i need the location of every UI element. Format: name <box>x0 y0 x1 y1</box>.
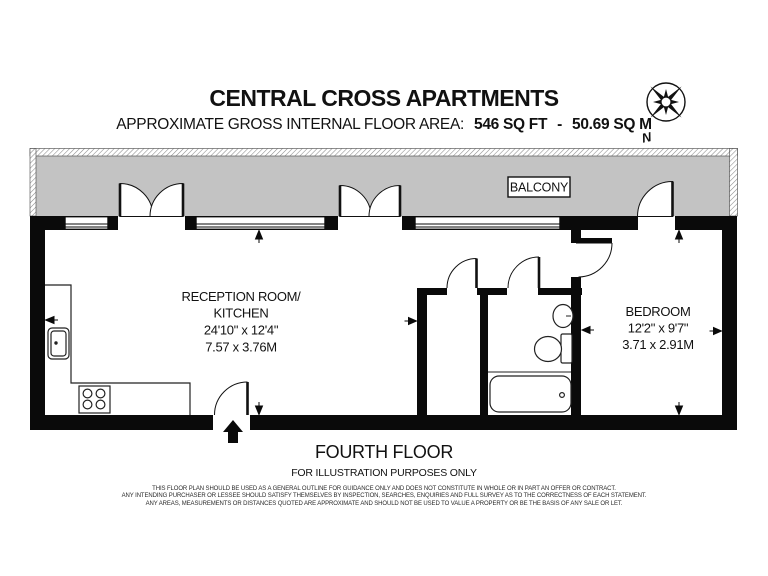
marker-right-icon <box>709 326 723 336</box>
reception-dims-metric: 7.57 x 3.76M <box>205 340 277 355</box>
wall-markers <box>44 229 723 416</box>
disclaimer-line: THIS FLOOR PLAN SHOULD BE USED AS A GENE… <box>152 486 616 492</box>
door-arc <box>636 180 673 217</box>
bathroom-fixtures <box>488 303 574 413</box>
floor-area-imperial: 546 SQ FT <box>474 116 548 133</box>
wall <box>675 216 737 230</box>
wall-bottom <box>30 415 213 430</box>
wall <box>571 277 581 295</box>
compass-hub <box>660 96 672 108</box>
wall <box>538 288 582 295</box>
wall-left <box>30 216 45 430</box>
wall <box>417 295 427 415</box>
floor-area-separator: - <box>557 116 563 133</box>
marker-down-icon <box>674 402 684 416</box>
balcony-edge-hatch-right <box>729 148 738 217</box>
balcony-doors <box>118 180 674 217</box>
marker-left-icon <box>580 325 594 335</box>
wall <box>185 216 196 230</box>
window <box>195 215 326 230</box>
disclaimer: THIS FLOOR PLAN SHOULD BE USED AS A GENE… <box>0 486 768 508</box>
door-arc <box>368 184 401 217</box>
toilet-icon <box>533 333 573 364</box>
reception-dims-imperial: 24'10" x 12'4" <box>204 323 279 338</box>
compass-north-label: N <box>640 129 653 146</box>
balcony-edge-hatch-top <box>29 148 738 157</box>
balcony-label: BALCONY <box>510 181 569 195</box>
interior-walls <box>417 230 612 415</box>
wall-bottom <box>250 415 737 430</box>
bedroom-name: BEDROOM <box>625 304 690 319</box>
door-arc <box>578 242 613 278</box>
door-arc <box>507 256 540 289</box>
wall <box>571 295 581 415</box>
marker-up-icon <box>674 229 684 243</box>
reception-name-line1: RECEPTION ROOM/ <box>181 289 301 304</box>
page-title: CENTRAL CROSS APARTMENTS <box>209 85 559 111</box>
windows <box>64 215 561 230</box>
hob-icon <box>78 385 111 414</box>
disclaimer-line: ANY AREAS, MEASUREMENTS OR DISTANCES QUO… <box>145 500 623 507</box>
window <box>64 215 109 230</box>
bedroom-dims-imperial: 12'2" x 9'7" <box>628 321 689 336</box>
bedroom-dims-metric: 3.71 x 2.91M <box>622 337 694 352</box>
wall-door-jamb <box>576 238 612 244</box>
kitchen-counter <box>45 284 191 415</box>
wall <box>560 216 638 230</box>
reception-room-label: RECEPTION ROOM/ KITCHEN 24'10" x 12'4" 7… <box>181 289 301 355</box>
wall <box>571 230 581 243</box>
exterior-walls <box>30 216 737 430</box>
wall <box>325 216 338 230</box>
wall-right <box>722 216 737 430</box>
balcony-edge-hatch-left <box>29 148 37 217</box>
floor-area-metric: 50.69 SQ M <box>572 116 652 133</box>
entrance-arrow-icon <box>223 420 243 443</box>
compass-rose-icon: N <box>640 82 686 146</box>
wall <box>402 216 415 230</box>
marker-right-icon <box>404 316 418 326</box>
interior-doors <box>214 242 613 416</box>
marker-left-icon <box>44 315 58 325</box>
kitchen-fixtures <box>45 284 191 415</box>
floor-area-subtitle: APPROXIMATE GROSS INTERNAL FLOOR AREA: 5… <box>0 116 768 134</box>
marker-down-icon <box>254 402 264 416</box>
reception-name-line2: KITCHEN <box>214 306 269 321</box>
door-arc <box>149 182 184 217</box>
basin-icon <box>552 303 574 329</box>
wall <box>417 288 447 295</box>
wall <box>477 288 507 295</box>
floor-area-label: APPROXIMATE GROSS INTERNAL FLOOR AREA: <box>116 116 464 133</box>
bedroom-label: BEDROOM 12'2" x 9'7" 3.71 x 2.91M <box>622 304 694 352</box>
wall <box>480 295 488 415</box>
balcony-label-box: BALCONY <box>507 176 571 198</box>
door-arc <box>446 258 477 289</box>
bathtub-icon <box>489 375 572 413</box>
illustration-note: FOR ILLUSTRATION PURPOSES ONLY <box>291 467 477 479</box>
window <box>414 215 561 230</box>
door-arc <box>214 381 248 416</box>
disclaimer-line: ANY INTENDING PURCHASER OR LESSEE SHOULD… <box>121 493 647 500</box>
wall <box>108 216 118 230</box>
marker-up-icon <box>254 229 264 243</box>
floor-name-label: FOURTH FLOOR <box>314 442 454 462</box>
kitchen-sink-icon <box>47 327 70 360</box>
